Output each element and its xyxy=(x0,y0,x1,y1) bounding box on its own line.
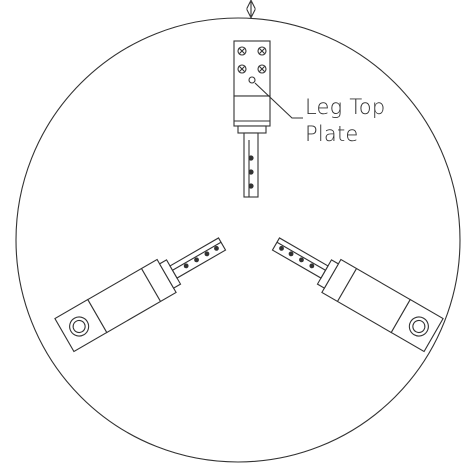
leg-top xyxy=(233,40,271,198)
screw-icon xyxy=(257,46,267,56)
callout-label-line1: Leg Top xyxy=(305,95,386,119)
callout-label-line2: Plate xyxy=(305,122,359,146)
screw-icon xyxy=(237,46,247,56)
callout-label: Leg Top Plate xyxy=(305,94,385,148)
screw-icon xyxy=(257,64,267,74)
leg-bottom-right xyxy=(271,237,444,353)
leg-bottom-left xyxy=(54,237,227,353)
outer-circle xyxy=(15,17,461,463)
plate-hole-icon xyxy=(248,76,256,84)
screw-icon xyxy=(237,64,247,74)
callout-leader-line xyxy=(254,82,303,119)
